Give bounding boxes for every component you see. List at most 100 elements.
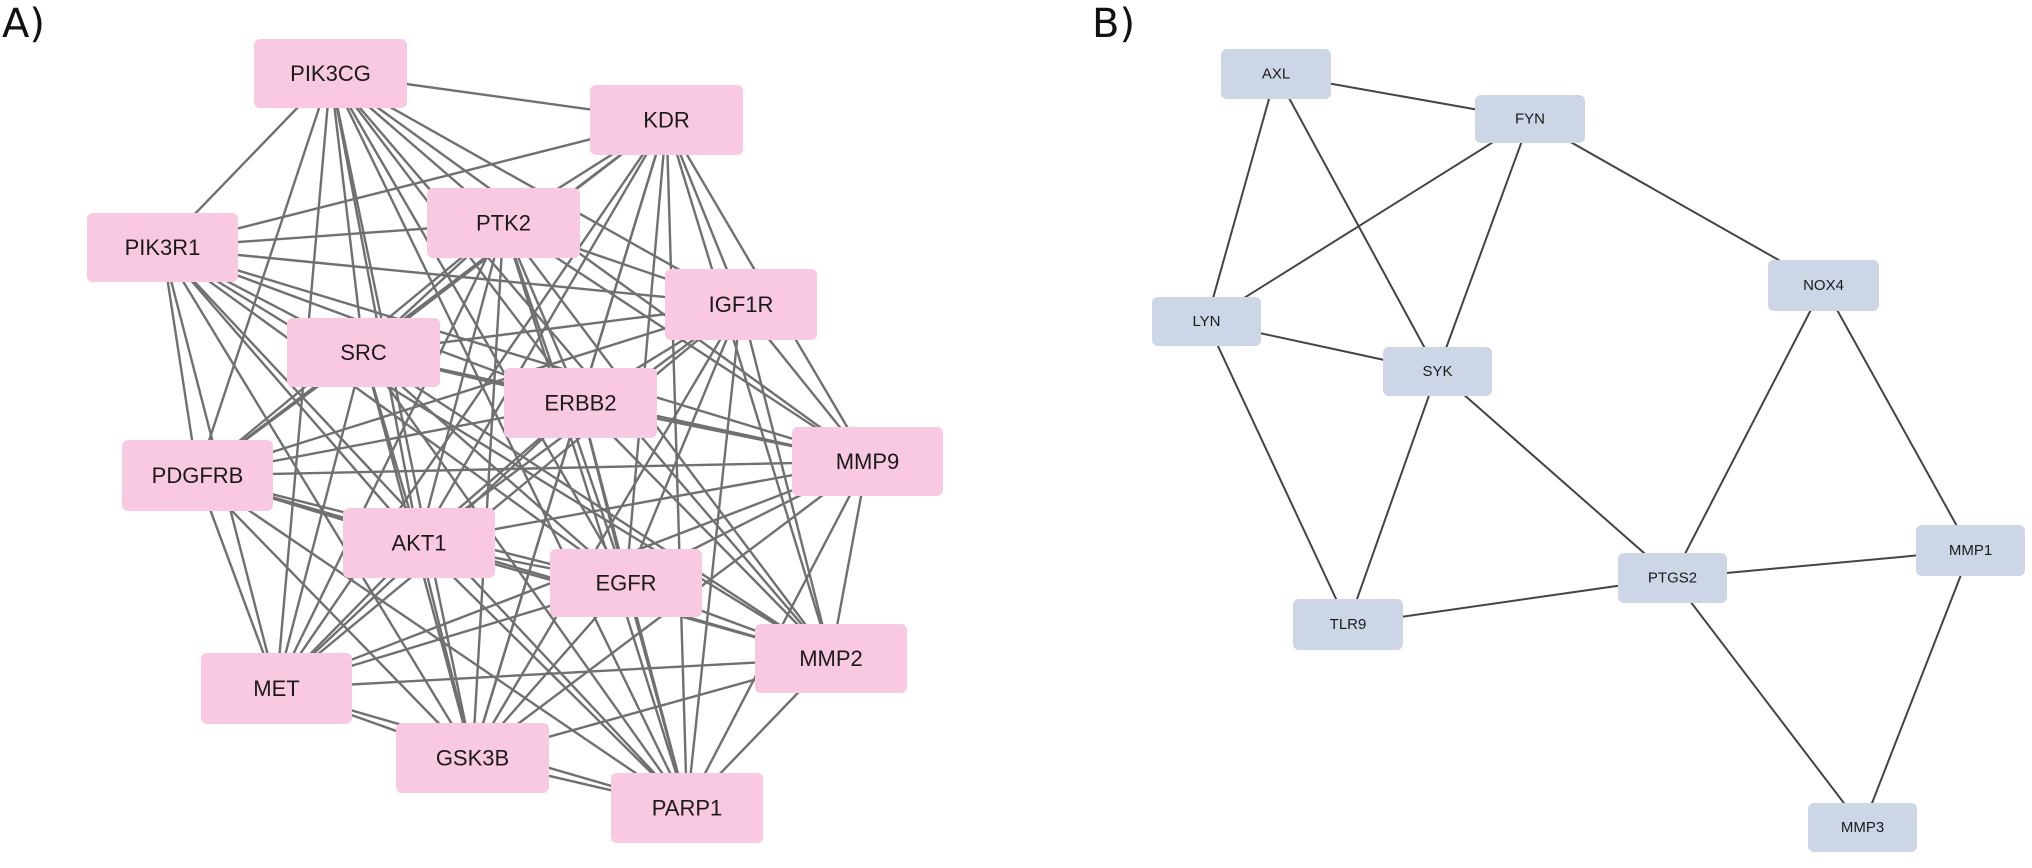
edge-pik3cg-mmp2 [329,72,832,660]
node-pdgfrb[interactable]: PDGFRB [122,440,273,511]
edge-pik3r1-mmp9 [162,246,868,463]
node-box [201,653,352,724]
node-ptk2[interactable]: PTK2 [427,188,580,258]
node-box [1618,553,1727,603]
node-pik3r1[interactable]: PIK3R1 [87,213,238,282]
node-fyn[interactable]: FYN [1475,95,1585,143]
edge-pik3cg-mmp9 [329,72,869,463]
node-label: PIK3R1 [125,235,201,260]
node-box [254,39,407,108]
node-mmp9[interactable]: MMP9 [792,427,943,496]
edge-igf1r-parp1 [685,304,743,809]
node-box [590,85,743,155]
panel-b-label: B) [1092,1,1136,47]
edge-akt1-parp1 [418,542,688,809]
edge-pik3cg-gsk3b [329,73,474,759]
edge-fyn-nox4 [1529,118,1824,287]
node-gsk3b[interactable]: GSK3B [396,723,549,793]
edges [1205,73,1972,829]
edge-fyn-lyn [1205,118,1531,323]
node-label: MMP1 [1949,542,1992,559]
node-label: MMP9 [836,449,900,474]
node-box [1293,599,1403,650]
edge-nox4-mmp1 [1822,285,1972,551]
edge-axl-syk [1275,73,1439,372]
edge-ptk2-parp1 [502,222,689,809]
node-label: KDR [643,108,689,133]
node-pik3cg[interactable]: PIK3CG [254,39,407,108]
edge-pdgfrb-gsk3b [196,474,474,759]
node-mmp2[interactable]: MMP2 [755,624,907,693]
node-lyn[interactable]: LYN [1152,297,1261,346]
node-box [1808,803,1917,852]
edge-igf1r-gsk3b [471,303,743,759]
edge-ptk2-mmp9 [502,221,869,463]
node-label: PIK3CG [290,61,371,86]
node-box [1221,49,1331,99]
node-label: NOX4 [1803,277,1844,294]
node-box [611,773,763,843]
edge-kdr-akt1 [417,119,668,544]
node-erbb2[interactable]: ERBB2 [504,368,657,438]
edge-pik3cg-pdgfrb [196,73,332,476]
node-box [396,723,549,793]
node-box [1768,260,1879,311]
node-label: GSK3B [436,746,509,771]
node-kdr[interactable]: KDR [590,85,743,155]
edge-ptk2-mmp2 [502,222,832,660]
edge-kdr-met [275,119,668,690]
node-box [87,213,238,282]
edge-pdgfrb-mmp9 [197,460,868,477]
node-label: LYN [1192,313,1220,330]
node-nox4[interactable]: NOX4 [1768,260,1879,311]
node-box [427,188,580,258]
node-akt1[interactable]: AKT1 [343,508,495,578]
edge-erbb2-gsk3b [471,402,582,759]
node-parp1[interactable]: PARP1 [611,773,763,843]
edge-pdgfrb-parp1 [196,474,688,809]
node-box [550,549,702,617]
node-mmp1[interactable]: MMP1 [1916,525,2025,576]
node-src[interactable]: SRC [287,318,440,387]
edge-pik3r1-pdgfrb [161,247,199,476]
node-box [1383,347,1492,396]
node-label: ERBB2 [544,391,616,416]
edge-kdr-pik3r1 [162,118,667,249]
edge-syk-ptgs2 [1436,370,1674,579]
edge-src-parp1 [362,351,688,809]
edge-erbb2-mmp2 [579,402,832,660]
node-egfr[interactable]: EGFR [550,549,702,617]
node-tlr9[interactable]: TLR9 [1293,599,1403,650]
edge-ptgs2-nox4 [1671,285,1825,579]
node-label: EGFR [595,571,656,596]
node-igf1r[interactable]: IGF1R [665,269,817,340]
node-label: TLR9 [1330,616,1367,633]
edge-ptk2-akt1 [417,222,505,544]
node-label: PDGFRB [152,463,244,488]
node-mmp3[interactable]: MMP3 [1808,803,1917,852]
node-axl[interactable]: AXL [1221,49,1331,99]
edge-kdr-parp1 [665,119,689,809]
edge-pik3cg-akt1 [329,73,421,544]
node-box [665,269,817,340]
edge-syk-tlr9 [1347,371,1439,625]
node-ptgs2[interactable]: PTGS2 [1618,553,1727,603]
edge-pik3r1-igf1r [162,246,742,306]
edge-mmp1-mmp3 [1861,550,1972,828]
edge-kdr-egfr [624,119,668,584]
edge-pik3r1-gsk3b [161,246,474,759]
node-label: MET [253,676,299,701]
node-met[interactable]: MET [201,653,352,724]
node-box [504,368,657,438]
edge-igf1r-pdgfrb [197,303,742,477]
edge-met-mmp2 [276,657,832,690]
node-box [755,624,907,693]
edge-ptgs2-mmp3 [1671,577,1864,829]
edge-src-mmp2 [362,351,832,660]
node-syk[interactable]: SYK [1383,347,1492,396]
edge-igf1r-mmp2 [739,304,833,659]
